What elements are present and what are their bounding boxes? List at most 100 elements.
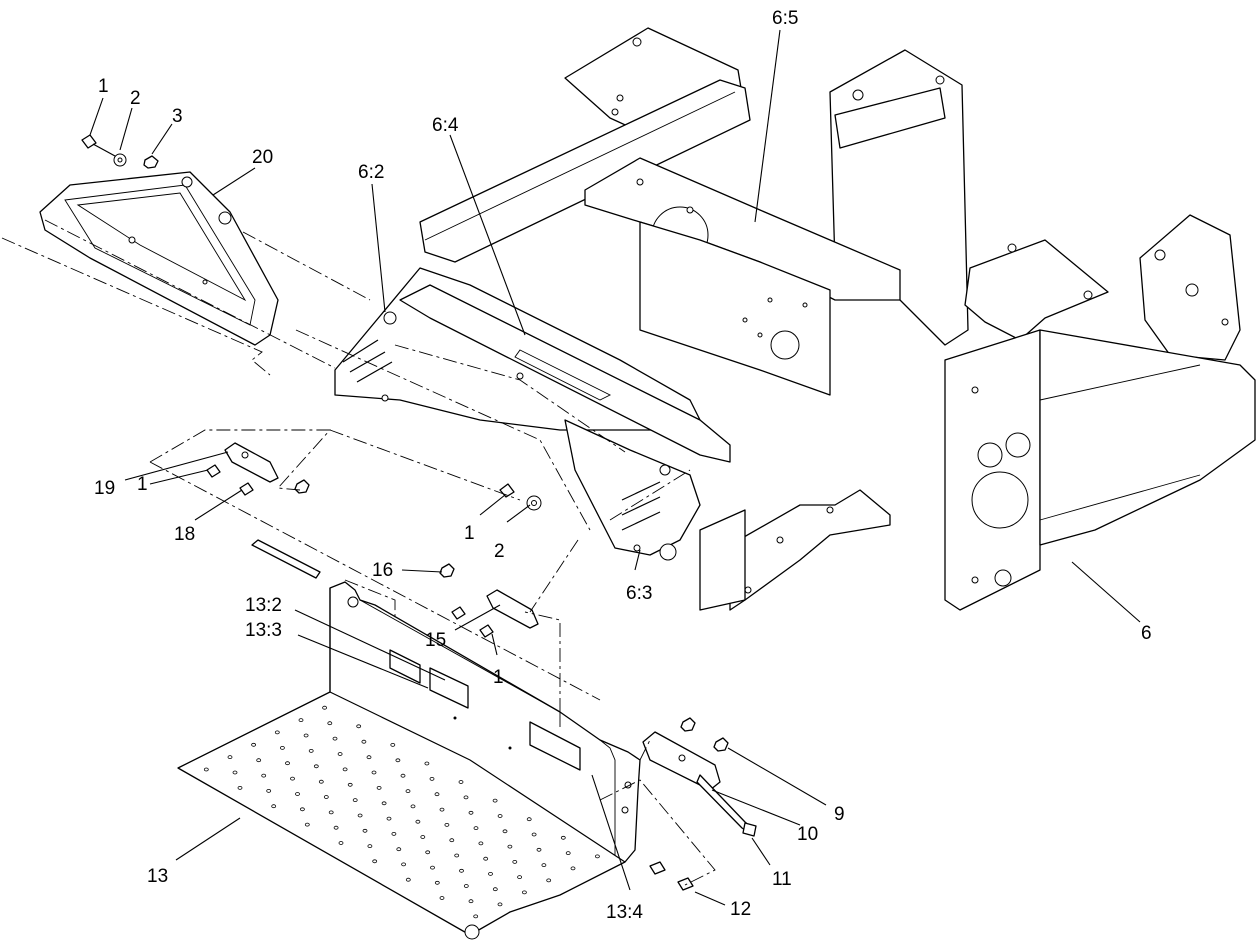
- perforation-hole: [337, 752, 343, 756]
- callout-2-mid: 2: [494, 541, 505, 562]
- callout-1-left: 1: [137, 474, 148, 495]
- perforation-hole: [367, 844, 373, 848]
- perforation-hole: [381, 801, 387, 806]
- perforation-hole: [256, 758, 262, 763]
- perforation-hole: [362, 828, 368, 833]
- perforation-hole: [434, 880, 440, 885]
- perforation-hole: [492, 887, 498, 892]
- perforation-hole: [318, 779, 324, 784]
- callout-1-mid: 1: [464, 523, 475, 544]
- perforation-hole: [430, 865, 435, 870]
- perforation-hole: [595, 854, 600, 859]
- step-plate-13: [177, 581, 641, 940]
- main-frame: [334, 27, 1256, 611]
- perforation-hole: [361, 739, 367, 744]
- perforation-hole: [298, 718, 304, 722]
- callout-1-low: 1: [493, 667, 504, 688]
- perforation-hole: [536, 847, 542, 852]
- perforation-hole: [459, 868, 464, 873]
- perforation-hole: [352, 798, 358, 802]
- perforation-hole: [347, 782, 353, 787]
- callout-13-2: 13:2: [245, 595, 282, 616]
- perforation-hole: [507, 844, 513, 849]
- perforation-hole: [322, 705, 328, 710]
- perforation-hole: [290, 776, 295, 781]
- callout-18: 18: [174, 524, 195, 545]
- perforation-hole: [279, 746, 285, 750]
- perforation-hole: [390, 743, 396, 747]
- callout-16: 16: [372, 560, 393, 581]
- perforation-hole: [271, 804, 277, 809]
- callout-3-top: 3: [172, 106, 183, 127]
- perforation-hole: [396, 847, 402, 852]
- callout-20: 20: [252, 147, 273, 168]
- perforation-hole: [425, 850, 431, 855]
- callout-2-top: 2: [130, 88, 141, 109]
- side-cover-20: [39, 171, 279, 346]
- perforation-hole: [483, 856, 489, 861]
- perforation-hole: [458, 780, 464, 784]
- perforation-hole: [463, 795, 469, 800]
- perforation-hole: [473, 914, 479, 919]
- perforation-hole: [439, 896, 445, 900]
- perforation-hole: [327, 721, 333, 726]
- perforation-hole: [366, 755, 372, 760]
- perforation-hole: [395, 758, 401, 763]
- hinge-19: [206, 442, 310, 496]
- perforation-hole: [237, 786, 243, 790]
- callout-11: 11: [772, 869, 792, 890]
- perforation-hole: [400, 773, 406, 778]
- perforation-hole: [434, 792, 440, 797]
- perforation-hole: [405, 789, 411, 793]
- perforation-hole: [401, 862, 407, 867]
- callout-1-top: 1: [98, 76, 109, 97]
- perforation-hole: [463, 884, 469, 888]
- perforation-hole: [541, 863, 547, 867]
- perforation-hole: [295, 792, 300, 796]
- perforation-hole: [391, 832, 397, 836]
- hinge-bracket-10: [642, 717, 757, 891]
- callout-13: 13: [147, 866, 168, 887]
- perforation-hole: [376, 786, 382, 790]
- perforation-hole: [227, 755, 233, 759]
- perforation-hole: [261, 773, 267, 778]
- perforation-hole: [251, 742, 257, 747]
- callout-6-3: 6:3: [626, 583, 652, 604]
- perforation-hole: [478, 841, 484, 846]
- perforation-hole: [299, 807, 305, 812]
- perforation-hole: [405, 877, 411, 882]
- perforation-hole: [285, 761, 290, 766]
- perforation-hole: [332, 736, 338, 741]
- perforation-hole: [522, 890, 527, 895]
- callout-13-3: 13:3: [245, 620, 282, 641]
- callout-10: 10: [797, 824, 818, 845]
- perforation-hole: [372, 859, 378, 864]
- perforation-hole: [546, 878, 552, 883]
- perforation-hole: [420, 835, 426, 839]
- hinge-15: [251, 483, 542, 638]
- callout-6-4: 6:4: [432, 115, 459, 136]
- callout-6-5: 6:5: [772, 8, 798, 29]
- perforation-hole: [531, 832, 537, 837]
- perforation-hole: [492, 798, 498, 803]
- callout-labels: 1 2 3 20 6:2 6:4 6:5 19 1 18 1 2 16 6:3 …: [94, 8, 1152, 923]
- perforation-hole: [424, 761, 430, 766]
- perforation-hole: [429, 777, 435, 781]
- perforation-hole: [328, 810, 334, 815]
- leader-lines: [89, 29, 1141, 906]
- perforation-hole: [274, 730, 280, 735]
- perforation-hole: [497, 902, 503, 907]
- perforation-hole: [333, 825, 339, 830]
- alignment-lines: [1, 219, 716, 886]
- perforation-hole: [512, 860, 518, 864]
- perforation-hole: [570, 866, 576, 871]
- perforation-hole: [266, 789, 272, 793]
- perforation-hole: [449, 838, 455, 843]
- perforation-hole: [356, 724, 362, 729]
- perforation-hole: [342, 767, 348, 772]
- perforation-hole: [517, 875, 522, 879]
- callout-13-4: 13:4: [606, 902, 643, 923]
- perforation-hole: [454, 853, 460, 858]
- perforation-hole: [497, 814, 503, 818]
